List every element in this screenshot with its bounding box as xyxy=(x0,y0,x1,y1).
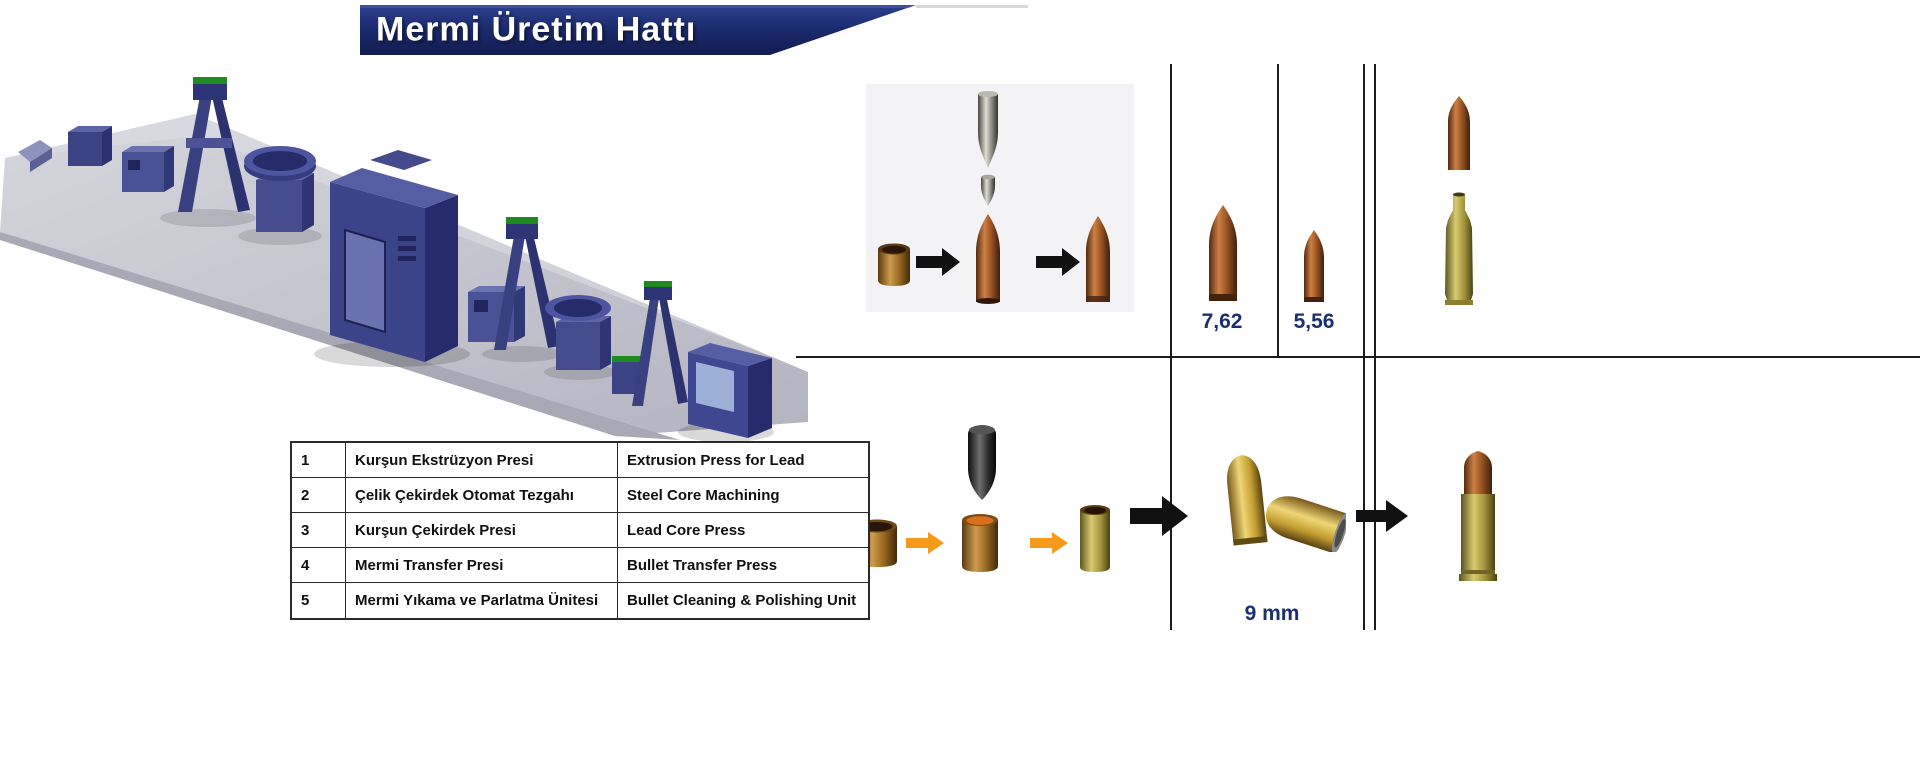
caliber-label-556: 5,56 xyxy=(1293,310,1335,333)
divider-vertical-1 xyxy=(1170,64,1172,630)
table-cell-number: 4 xyxy=(292,548,346,583)
table-cell-english: Bullet Cleaning & Polishing Unit xyxy=(627,592,857,609)
big-arrow-right-icon xyxy=(1130,496,1188,536)
finished-bullet-illustration xyxy=(1086,216,1110,302)
table-cell-turkish: Kurşun Ekstrüzyon Presi xyxy=(346,443,618,478)
table-row: 1 Kurşun Ekstrüzyon Presi Extrusion Pres… xyxy=(292,443,868,478)
table-cell-number: 5 xyxy=(292,583,346,618)
banner-tail-line xyxy=(916,5,1028,8)
table-row: 4 Mermi Transfer Presi Bullet Transfer P… xyxy=(292,548,868,583)
page-title: Mermi Üretim Hattı xyxy=(376,10,697,49)
bullet-jacket-illustration xyxy=(976,214,1000,304)
divider-vertical-4 xyxy=(1374,64,1376,630)
arrow-right-icon xyxy=(1036,248,1080,276)
divider-vertical-2 xyxy=(1277,64,1279,357)
divider-horizontal xyxy=(796,356,1920,358)
divider-vertical-3 xyxy=(1363,64,1365,630)
legend-table: 1 Kurşun Ekstrüzyon Presi Extrusion Pres… xyxy=(290,441,870,620)
production-line-illustration xyxy=(0,77,808,442)
cartridge-bullet-illustration xyxy=(1448,96,1470,170)
brass-cup-illustration xyxy=(878,243,910,286)
table-cell-english: Steel Core Machining xyxy=(618,478,868,513)
caliber-label-762: 7,62 xyxy=(1201,310,1243,333)
table-row: 3 Kurşun Çekirdek Presi Lead Core Press xyxy=(292,513,868,548)
table-cell-number: 2 xyxy=(292,478,346,513)
arrow-right-icon xyxy=(1356,500,1408,532)
table-cell-number: 1 xyxy=(292,443,346,478)
bullet-9mm-standing-illustration xyxy=(1227,455,1268,546)
table-cell-number: 3 xyxy=(292,513,346,548)
arrow-right-icon xyxy=(916,248,960,276)
bullet-556-illustration xyxy=(1304,230,1324,302)
table-cell-turkish: Çelik Çekirdek Otomat Tezgahı xyxy=(346,478,618,513)
table-cell-english: Lead Core Press xyxy=(618,513,868,548)
brass-cup-stage2-illustration xyxy=(962,514,998,572)
steel-slug-9mm-illustration xyxy=(968,425,996,500)
title-banner: Mermi Üretim Hattı xyxy=(360,4,920,56)
orange-arrow-right-icon xyxy=(1030,532,1068,554)
orange-arrow-right-icon xyxy=(906,532,944,554)
brass-cup-stage3-illustration xyxy=(1080,505,1110,572)
table-cell-english: Extrusion Press for Lead xyxy=(618,443,868,478)
table-cell-english: Bullet Transfer Press xyxy=(618,548,868,583)
table-cell-turkish: Mermi Yıkama ve Parlatma Ünitesi xyxy=(346,583,618,618)
table-row: 2 Çelik Çekirdek Otomat Tezgahı Steel Co… xyxy=(292,478,868,513)
banner-shape xyxy=(360,5,916,55)
table-cell-turkish: Mermi Transfer Presi xyxy=(346,548,618,583)
cartridge-9mm-illustration xyxy=(1459,451,1497,581)
bullet-762-illustration xyxy=(1209,205,1237,301)
bullet-9mm-lying-illustration xyxy=(1265,496,1346,552)
table-cell-turkish: Kurşun Çekirdek Presi xyxy=(346,513,618,548)
steel-core-illustration xyxy=(978,91,998,168)
table-row: 5 Mermi Yıkama ve Parlatma Ünitesi Bulle… xyxy=(292,583,868,618)
caliber-label-9mm: 9 mm xyxy=(1244,602,1300,625)
cartridge-case-762-illustration xyxy=(1445,192,1473,305)
steel-core-tip-illustration xyxy=(981,174,995,206)
